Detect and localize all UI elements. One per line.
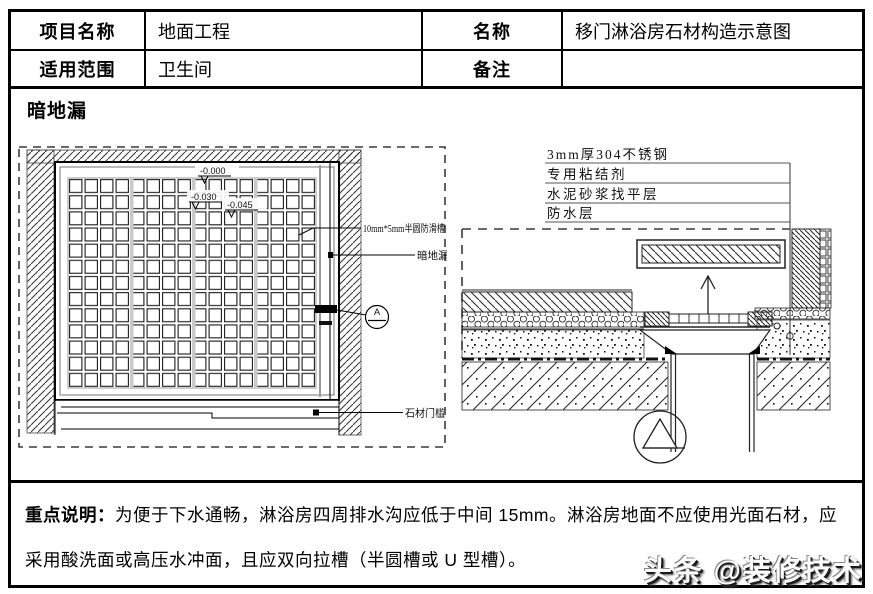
watermark: 头条 @装修技术 (643, 555, 863, 586)
section-mark-leader (336, 309, 367, 316)
structural-slab-right (756, 361, 831, 411)
screed-layer-right (756, 319, 831, 359)
plan-drawing: -0.000 -0.030 -0.045 10mm*5mm半圆防滑槽 (18, 146, 447, 448)
drain-anchor-right (748, 346, 760, 354)
elevation-value: -0.030 (191, 192, 217, 202)
structural-slab-left (461, 361, 669, 411)
key-note-text: 为便于下水通畅，淋浴房四周排水沟应低于中间 15mm。淋浴房地面不应使用光面石材… (25, 505, 837, 570)
plan-dashed-border (18, 146, 446, 448)
elevation-mark-zero: -0.000 (195, 164, 239, 185)
threshold-callout-label: 石材门槛 (405, 407, 445, 420)
remark-value (561, 49, 862, 86)
header-table: 项目名称 地面工程 名称 移门淋浴房石材构造示意图 适用范围 卫生间 备注 (11, 12, 862, 89)
name-label: 名称 (421, 12, 561, 49)
callout-waterproof-label: 防水层 (547, 206, 595, 221)
material-callouts: 3mm厚304不锈钢 专用粘结剂 水泥砂浆找平层 防水层 (545, 147, 794, 355)
drain-flange-right (747, 311, 773, 327)
name-value: 移门淋浴房石材构造示意图 (561, 12, 862, 49)
drain-leader-tick (328, 252, 333, 258)
threshold-leader-tick (313, 409, 319, 416)
drain-flange-left (644, 311, 670, 327)
elevation-value: -0.000 (200, 166, 226, 176)
wall-hatch-left (26, 149, 55, 434)
remark-label: 备注 (421, 49, 561, 86)
callout-mortar-label: 水泥砂浆找平层 (547, 187, 659, 202)
threshold-step-line (57, 412, 339, 419)
project-name-label: 项目名称 (39, 21, 116, 42)
scope-value: 卫生间 (144, 49, 421, 86)
elevation-triangle (227, 209, 236, 219)
tile-joint-strip (130, 178, 134, 388)
drain-callout-label: 暗地漏 (417, 249, 447, 262)
arrow-head (700, 274, 716, 290)
tile-joint-strip (254, 178, 258, 388)
detail-bubble (633, 410, 687, 464)
scope-label: 适用范围 (11, 49, 144, 86)
callout-adhesive-label: 专用粘结剂 (547, 167, 627, 182)
section-drawing: 3mm厚304不锈钢 专用粘结剂 水泥砂浆找平层 防水层 (461, 147, 832, 464)
drain-grate-ticks (678, 314, 740, 323)
lift-arrow (700, 274, 716, 314)
drain-body (638, 329, 772, 355)
drain-pipe (670, 354, 755, 452)
wall-tile-edge (819, 228, 832, 309)
callout-steel-label: 3mm厚304不锈钢 (547, 147, 669, 162)
pipe-end-circle (773, 322, 781, 330)
drain-anchor-left (665, 346, 677, 354)
elevation-value: -0.045 (227, 200, 253, 210)
wall-section (791, 228, 821, 309)
elevation-triangle (191, 201, 200, 211)
project-name-value: 地面工程 (144, 12, 421, 49)
wall-hatch-right (338, 149, 362, 436)
drain-grate (668, 313, 749, 324)
section-mark-letter: A (374, 307, 381, 318)
elevation-triangle (200, 175, 209, 185)
section-title: 暗地漏 (27, 101, 88, 122)
elevation-mask (187, 190, 229, 202)
elevation-mask (195, 164, 239, 177)
stone-cover-hatch (641, 244, 781, 264)
key-note: 重点说明：为便于下水通畅，淋浴房四周排水沟应低于中间 15mm。淋浴房地面不应使… (11, 480, 862, 585)
section-cut-mark (315, 305, 337, 313)
drain-mark (319, 321, 332, 325)
elevation-mark-mid: -0.030 (187, 190, 229, 211)
elevation-mask (223, 198, 267, 210)
screed-layer-left (461, 329, 645, 359)
key-note-label: 重点说明： (25, 505, 115, 525)
detail-bubble-circle (633, 410, 687, 464)
detail-bubble-triangle (641, 417, 679, 449)
adhesive-layer-left (461, 311, 645, 328)
tile-joint-strip (192, 178, 196, 388)
elevation-mark-low: -0.045 (223, 198, 267, 219)
groove-callout-label: 10mm*5mm半圆防滑槽 (363, 222, 445, 235)
section-mark-circle (364, 304, 390, 330)
page-frame: 项目名称 地面工程 名称 移门淋浴房石材构造示意图 适用范围 卫生间 备注 暗地… (8, 9, 865, 588)
groove-leader-line (298, 227, 361, 236)
stone-layer-left (461, 291, 633, 313)
